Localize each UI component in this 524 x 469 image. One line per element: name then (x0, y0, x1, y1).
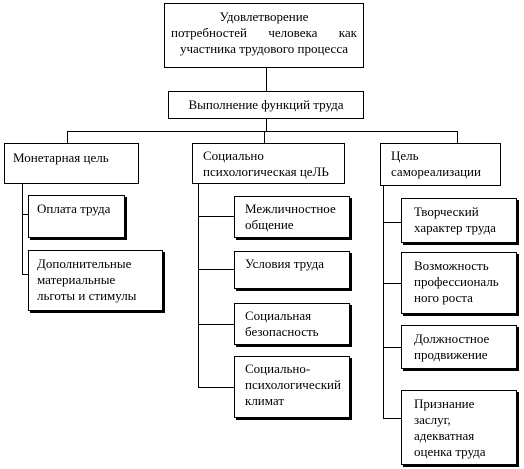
branch-3-tick-3 (383, 347, 401, 348)
branch-2-tick-1 (198, 216, 234, 217)
branch-sociopsych-goal: Социально психологическая цеЛЬ (192, 143, 345, 184)
branch-2-tick-3 (198, 324, 234, 325)
connector-level2-to-bus (266, 119, 267, 131)
branch-3-tick-4 (383, 418, 401, 419)
branch-1-tick-2 (22, 274, 28, 275)
self-item-career-growth-label: Возможность профессиональ ного роста (414, 258, 499, 305)
labor-functions-box: Выполнение функций труда (168, 91, 364, 119)
branch-monetary-goal: Монетарная цель (4, 143, 139, 184)
self-item-recognition: Признание заслуг, адекватная оценка труд… (401, 390, 517, 465)
root-goal-line-1: Удовлетворение (219, 9, 309, 24)
sociopsych-item-conditions: Условия труда (234, 251, 350, 289)
branch-1-tick-1 (22, 214, 28, 215)
monetary-item-benefits-label: Дополнительные материальные льготы и сти… (37, 256, 137, 303)
connector-root-to-level2 (266, 68, 267, 91)
sociopsych-item-communication-label: Межличностное общение (245, 201, 336, 232)
sociopsych-item-climate: Социально-психологический климат (234, 356, 350, 418)
sociopsych-item-conditions-label: Условия труда (245, 256, 324, 271)
branch-self-realization-title: Цель самореализации (391, 148, 481, 179)
branch-2-tick-2 (198, 269, 234, 270)
self-item-career-growth: Возможность профессиональ ного роста (401, 252, 517, 314)
sociopsych-item-security-label: Социальная безопасность (245, 308, 319, 339)
branch-2-tick-4 (198, 387, 234, 388)
sociopsych-item-communication: Межличностное общение (234, 196, 350, 238)
connector-to-branch-3 (457, 131, 458, 143)
labor-functions-label: Выполнение функций труда (188, 97, 344, 112)
branch-monetary-title: Монетарная цель (13, 150, 109, 165)
connector-to-branch-2 (264, 131, 265, 143)
connector-branch-bus (67, 131, 457, 132)
branch-3-tick-1 (383, 222, 401, 223)
sociopsych-item-climate-label: Социально-психологический климат (245, 361, 341, 408)
connector-to-branch-1 (67, 131, 68, 143)
monetary-item-benefits: Дополнительные материальные льготы и сти… (28, 250, 163, 311)
branch-sociopsych-title: Социально психологическая цеЛЬ (203, 148, 329, 179)
branch-2-spine (198, 184, 199, 388)
branch-3-spine (383, 186, 384, 419)
monetary-item-pay: Оплата труда (28, 195, 125, 238)
self-item-creative-work: Творческий характер труда (401, 198, 517, 243)
root-goal-line-3: участника трудового процесса (179, 41, 349, 56)
root-goal-line-2: потребностей человека как (171, 25, 357, 40)
self-item-creative-work-label: Творческий характер труда (414, 204, 496, 235)
branch-1-spine (22, 184, 23, 275)
sociopsych-item-security: Социальная безопасность (234, 303, 350, 345)
self-item-recognition-label: Признание заслуг, адекватная оценка труд… (414, 396, 486, 459)
self-item-promotion-label: Должностное продвижение (414, 331, 490, 362)
monetary-item-pay-label: Оплата труда (37, 201, 111, 216)
branch-3-tick-2 (383, 283, 401, 284)
self-item-promotion: Должностное продвижение (401, 325, 517, 369)
branch-self-realization-goal: Цель самореализации (380, 143, 501, 186)
root-goal-box: Удовлетворение потребностей человека как… (164, 3, 364, 68)
